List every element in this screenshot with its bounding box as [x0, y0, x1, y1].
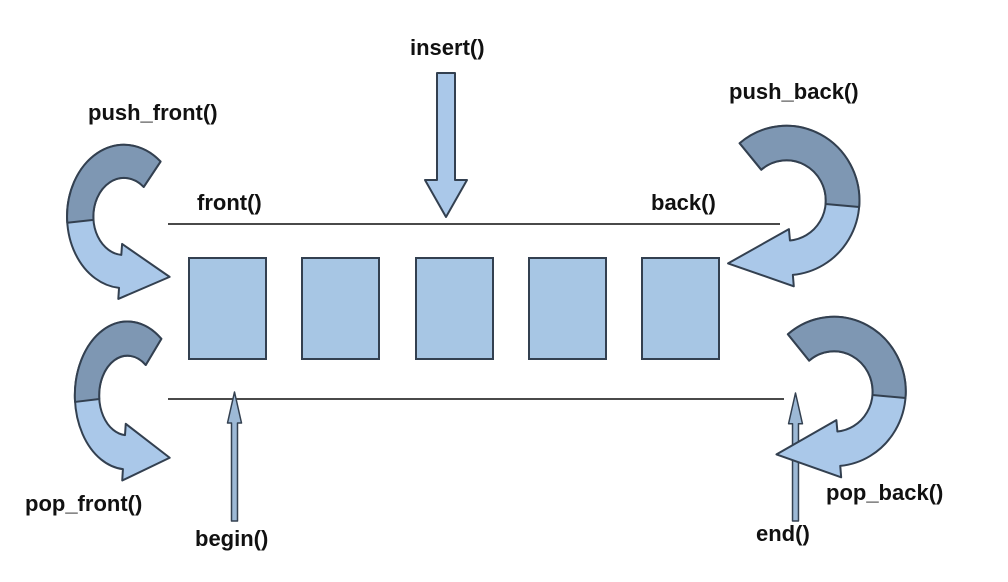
deque-elements: [188, 257, 720, 360]
back-label: back(): [651, 190, 716, 215]
begin-label: begin(): [195, 526, 269, 551]
end-label: end(): [756, 521, 810, 546]
pop-back-label: pop_back(): [826, 480, 944, 505]
insert-arrow-icon: [424, 72, 468, 218]
push-front-curved-arrow-icon: [66, 143, 171, 300]
deque-element: [301, 257, 381, 360]
begin-arrow-shape: [226, 391, 243, 522]
deque-element: [414, 257, 494, 360]
pop-back-curved-arrow-icon: [775, 315, 907, 479]
deque-top-line: [168, 223, 780, 225]
pop-front-curved-arrow-icon: [73, 320, 171, 482]
push-front-label: push_front(): [88, 100, 218, 125]
pop-front-label: pop_front(): [25, 491, 143, 516]
front-label: front(): [197, 190, 262, 215]
deque-element: [527, 257, 607, 360]
push-back-curved-arrow-icon: [727, 124, 861, 288]
insert-label: insert(): [410, 35, 485, 60]
insert-arrow-shape: [424, 72, 468, 218]
deque-element: [641, 257, 720, 360]
push-back-label: push_back(): [729, 79, 859, 104]
deque-element: [188, 257, 267, 360]
deque-bottom-line: [168, 398, 784, 400]
begin-arrow-icon: [226, 391, 243, 522]
